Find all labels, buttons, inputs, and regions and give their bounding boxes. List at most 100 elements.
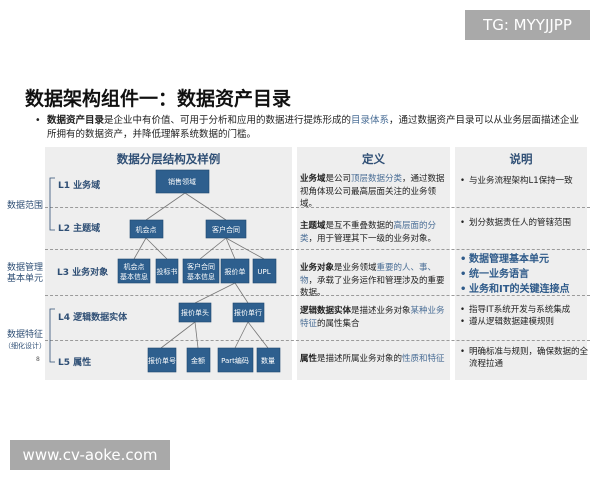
node-quote (220, 258, 250, 284)
definition-text: 的属性集合 (317, 318, 360, 329)
definition-text: 是公司 (325, 174, 352, 184)
definition-highlight: 性质和特征 (402, 354, 445, 364)
explanation-title: 说明 (509, 152, 533, 166)
definition-l1: 业务域是公司顶层数据分类，通过数据视角体现公司最高层面关注的业务领域。 (300, 173, 448, 211)
divider (45, 340, 590, 341)
node-quote-head (178, 302, 212, 323)
definition-text: ，承载了业务运作和管理涉及的重要数据。 (300, 275, 445, 299)
node-label: 数量 (261, 356, 275, 365)
definition-title: 定义 (362, 152, 385, 166)
bracket-scope (49, 177, 55, 231)
note-item: 数据管理基本单元 (460, 252, 588, 267)
side-label-feature-line1: 数据特征 (6, 330, 43, 340)
note-l1: 与业务流程架构L1保持一致 (460, 176, 588, 188)
definition-highlight: 顶层数据分类 (351, 174, 403, 184)
note-item: 与业务流程架构L1保持一致 (460, 176, 588, 188)
definition-term: 属性 (300, 354, 318, 364)
node-bid (155, 258, 179, 284)
node-quantity (256, 347, 281, 373)
node-quote-line (232, 302, 265, 323)
node-label: 报价单号 (148, 356, 176, 365)
connectors (133, 192, 269, 349)
note-l3: 数据管理基本单元统一业务语言业务和IT的关键连接点 (460, 252, 588, 297)
node-label: UPL (257, 268, 270, 276)
side-label-unit: 数据管理基本单元 (5, 263, 45, 285)
node-contract-info (182, 258, 220, 284)
level-l1: L1 业务域 (58, 179, 100, 191)
page-number: 8 (36, 356, 40, 363)
side-label-feature: 数据特征 （细化设计） (0, 330, 50, 352)
divider (45, 249, 590, 250)
note-item: 遵从逻辑数据建模规则 (460, 317, 588, 329)
node-part-code (217, 347, 254, 373)
page-title: 数据架构组件一：数据资产目录 (25, 88, 292, 110)
note-item: 业务和IT的关键连接点 (460, 282, 588, 297)
node-label: 销售领域 (168, 177, 196, 186)
node-label: 报价单行 (234, 308, 262, 317)
note-l4: 指导IT系统开发与系统集成遵从逻辑数据建模规则 (460, 305, 588, 328)
node-quote-no (147, 347, 177, 373)
note-item: 划分数据责任人的管辖范围 (460, 218, 588, 230)
definition-text: 是描述所属业务对象的 (317, 354, 403, 364)
level-brackets (49, 177, 55, 363)
definition-text: 是描述业务对象 (351, 306, 411, 316)
side-label-scope: 数据范围 (6, 201, 43, 211)
side-label-unit-line2: 基本单元 (6, 274, 43, 284)
definition-term: 业务对象 (300, 263, 335, 273)
bracket-feature (49, 308, 55, 363)
definition-highlight: 重要的人、事、物 (300, 263, 437, 286)
node-upl (252, 258, 277, 284)
node-opportunity-info (117, 258, 151, 284)
node-label: 投标书 (157, 267, 178, 276)
node-label: 金额 (191, 356, 205, 365)
level-l5: L5 属性 (58, 356, 91, 368)
node-label: 基本信息 (120, 272, 148, 281)
definition-l2: 主题域是互不重叠数据的高层面的分类，用于管理其下一级的业务对象。 (300, 220, 448, 245)
definition-text: 是互不重叠数据的 (325, 221, 394, 231)
node-contract (205, 219, 247, 239)
intro-post: ，通过数据资产目录可以从业务层面描述企业所拥有的数据资产，并降低理解系统数据的门… (47, 115, 580, 140)
node-label: 机会点 (136, 225, 157, 234)
intro-pre: 是企业中有价值、可用于分析和应用的数据进行提炼形成的 (104, 115, 352, 126)
intro-highlight: 目录体系 (351, 115, 390, 126)
side-label-unit-line1: 数据管理 (6, 263, 43, 273)
bullet: • (35, 115, 41, 126)
node-label: 客户合同 (187, 262, 215, 271)
note-item: 统一业务语言 (460, 267, 588, 282)
hierarchy-title: 数据分层结构及样例 (116, 152, 221, 166)
intro-term: 数据资产目录 (47, 115, 105, 126)
definition-text: 是业务领域 (334, 263, 377, 273)
definition-panel (297, 147, 450, 380)
intro-paragraph: • 数据资产目录是企业中有价值、可用于分析和应用的数据进行提炼形成的目录体系，通… (35, 114, 585, 142)
node-label: 客户合同 (212, 225, 240, 234)
level-l2: L2 主题域 (58, 222, 100, 234)
note-l5: 明确标准与规则，确保数据的全流程拉通 (460, 347, 588, 370)
level-l3: L3 业务对象 (57, 266, 108, 278)
level-l4: L4 逻辑数据实体 (58, 311, 128, 323)
definition-term: 主题域 (300, 221, 326, 231)
definition-l4: 逻辑数据实体是描述业务对象某种业务特征的属性集合 (300, 305, 448, 330)
watermark-bottom: www.cv-aoke.com (10, 440, 170, 470)
definition-highlight: 某种业务特征 (300, 306, 445, 329)
definition-l5: 属性是描述所属业务对象的性质和特征 (300, 353, 448, 366)
divider (45, 207, 590, 208)
node-label: Part编码 (221, 356, 249, 365)
note-l2: 划分数据责任人的管辖范围 (460, 218, 588, 230)
node-sales-domain (155, 169, 210, 194)
note-item: 指导IT系统开发与系统集成 (460, 305, 588, 317)
node-label: 机会点 (124, 262, 145, 271)
node-label: 基本信息 (187, 272, 215, 281)
side-label-feature-line2: （细化设计） (4, 342, 46, 350)
definition-highlight: 高层面的分类 (300, 221, 437, 244)
definition-term: 逻辑数据实体 (300, 306, 352, 316)
node-label: 报价单 (225, 267, 246, 276)
node-amount (186, 347, 211, 373)
definition-text: ，通过数据视角体现公司最高层面关注的业务领域。 (300, 174, 445, 209)
watermark-top: TG: MYYJJPP (465, 10, 590, 40)
node-opportunity (129, 219, 164, 239)
definition-l3: 业务对象是业务领域重要的人、事、物，承载了业务运作和管理涉及的重要数据。 (300, 262, 448, 300)
definition-term: 业务域 (300, 174, 326, 184)
divider (45, 295, 590, 296)
note-item: 明确标准与规则，确保数据的全流程拉通 (460, 347, 588, 370)
